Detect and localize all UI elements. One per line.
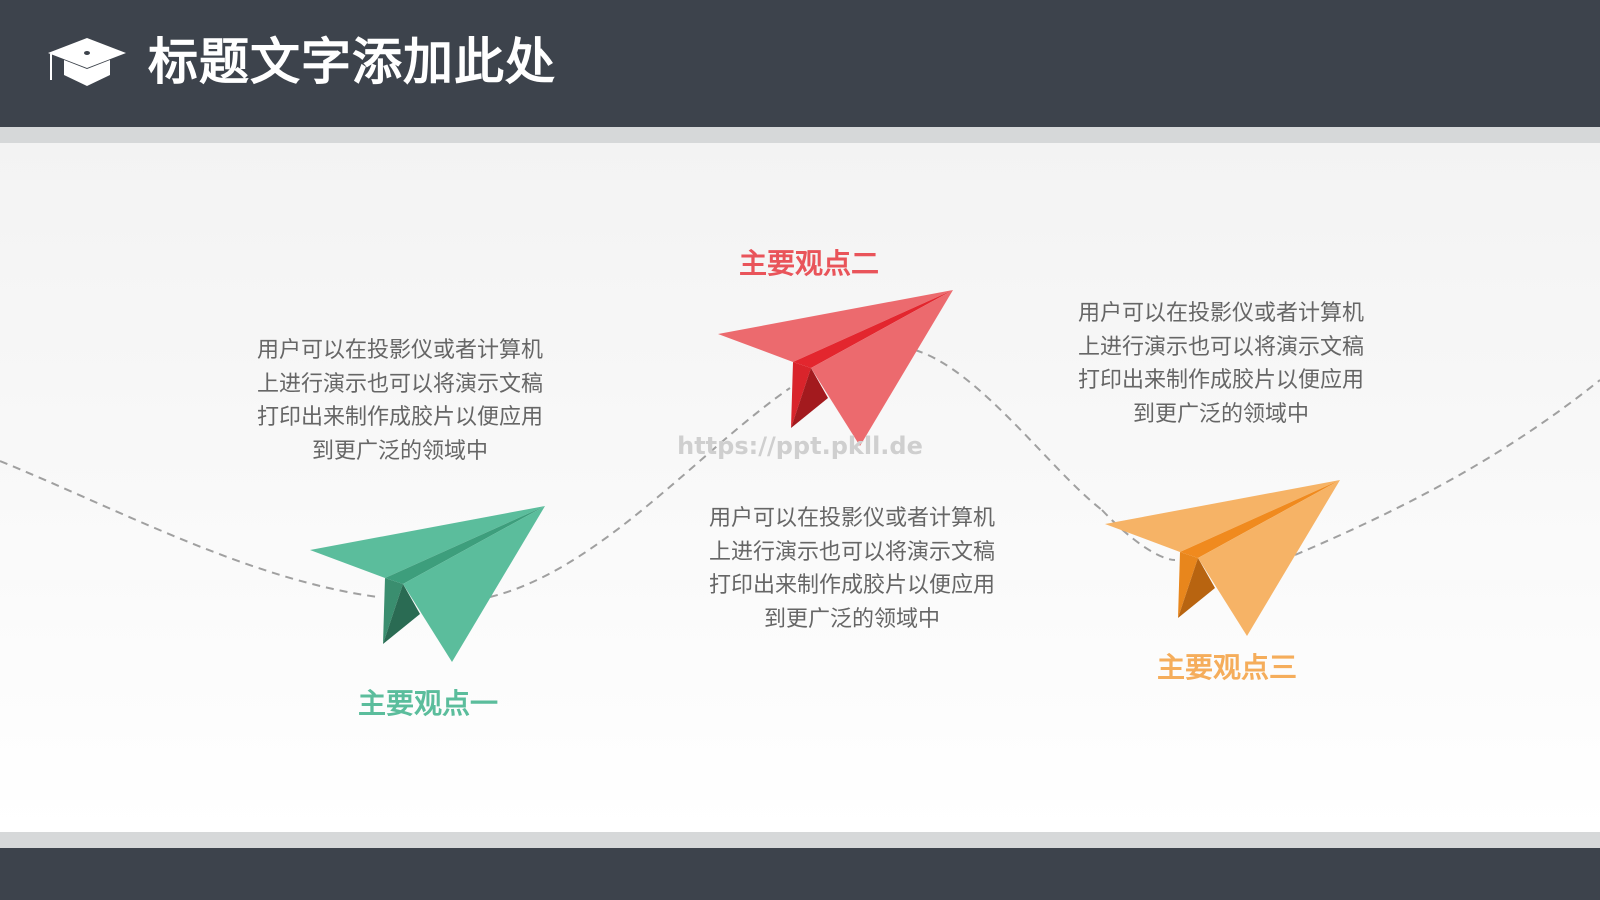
paper-plane-green <box>310 506 545 662</box>
text-line: 到更广泛的领域中 <box>311 438 488 464</box>
text-line: 用户可以在投影仪或者计算机 <box>1077 301 1364 326</box>
point-2-text: 用户可以在投影仪或者计算机 上进行演示也可以将演示文稿 打印出来制作成胶片以便应… <box>682 502 1022 636</box>
point-1-heading: 主要观点一 <box>357 687 498 720</box>
footer-divider <box>0 832 1600 848</box>
text-line: 用户可以在投影仪或者计算机 <box>256 338 543 363</box>
text-line: 上进行演示也可以将演示文稿 <box>708 539 995 565</box>
text-line: 打印出来制作成胶片以便应用 <box>708 573 995 598</box>
watermark: https://ppt.pkll.de <box>677 432 923 460</box>
point-3-text: 用户可以在投影仪或者计算机 上进行演示也可以将演示文稿 打印出来制作成胶片以便应… <box>1051 297 1391 431</box>
graduation-cap-icon <box>48 38 126 86</box>
header-divider <box>0 127 1600 143</box>
text-line: 打印出来制作成胶片以便应用 <box>1077 368 1364 393</box>
footer-bar <box>0 848 1600 900</box>
paper-plane-orange <box>1105 480 1340 636</box>
point-2-heading: 主要观点二 <box>738 247 879 280</box>
point-1-text: 用户可以在投影仪或者计算机 上进行演示也可以将演示文稿 打印出来制作成胶片以便应… <box>230 334 570 468</box>
text-line: 到更广泛的领域中 <box>1132 401 1309 427</box>
text-line: 用户可以在投影仪或者计算机 <box>708 506 995 531</box>
point-3-heading: 主要观点三 <box>1156 651 1297 684</box>
dashed-flight-path <box>0 349 1600 598</box>
text-line: 到更广泛的领域中 <box>763 606 940 632</box>
text-line: 上进行演示也可以将演示文稿 <box>256 371 543 397</box>
header-bar <box>0 0 1600 127</box>
text-line: 打印出来制作成胶片以便应用 <box>256 405 543 430</box>
page-title: 标题文字添加此处 <box>148 33 556 91</box>
text-line: 上进行演示也可以将演示文稿 <box>1077 334 1364 360</box>
paper-plane-red <box>718 290 953 446</box>
